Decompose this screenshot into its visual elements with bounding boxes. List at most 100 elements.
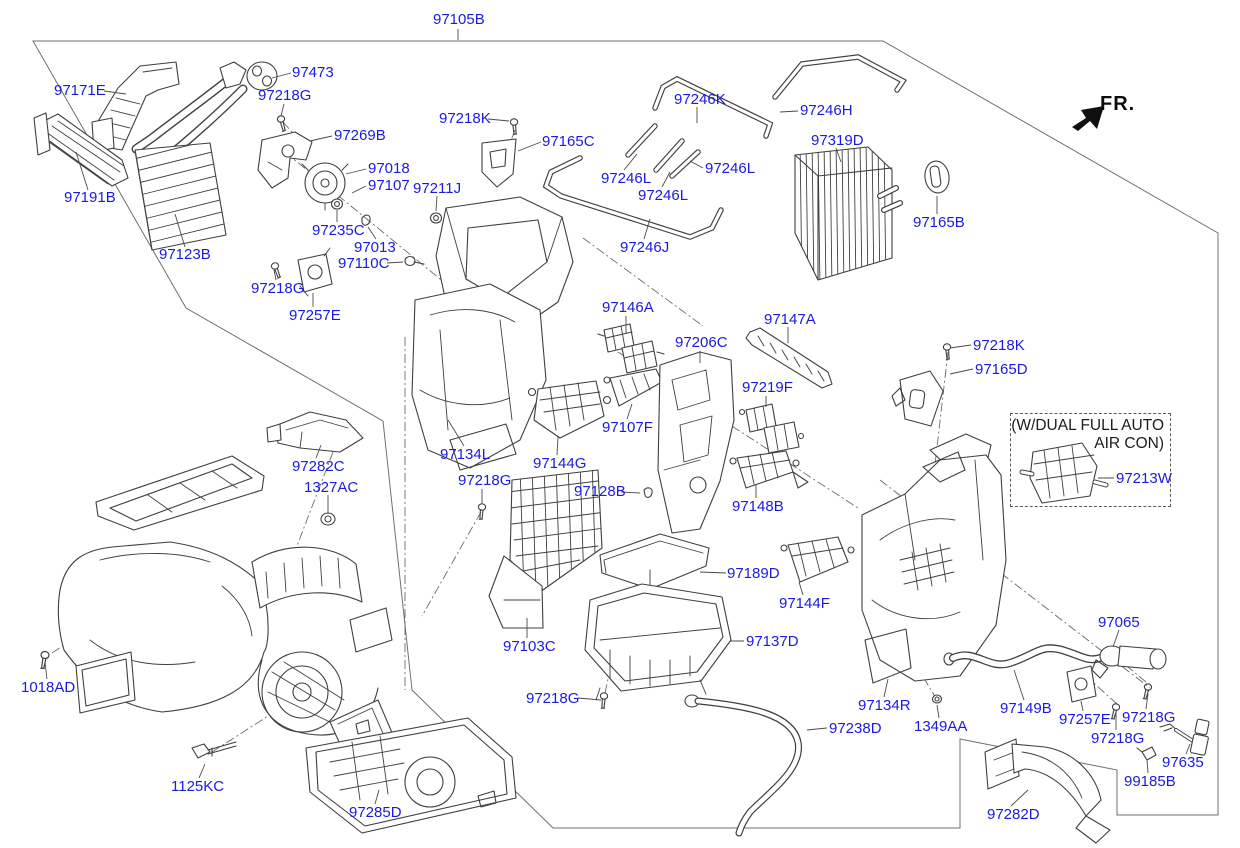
part-label-97147a-26[interactable]: 97147A [764, 311, 816, 328]
part-label-97211j-9[interactable]: 97211J [413, 180, 462, 197]
part-label-97148b-36[interactable]: 97148B [732, 498, 784, 515]
part-art-97165c-bracket [481, 138, 517, 188]
part-art-97103c-foot-duct [488, 469, 603, 629]
part-label-97319d-18[interactable]: 97319D [811, 132, 864, 149]
part-label-97128b-35[interactable]: 97128B [574, 483, 626, 500]
part-art-97148b-door [729, 450, 809, 489]
part-art-97149b-pipe [943, 644, 1104, 669]
part-label-97219f-28[interactable]: 97219F [742, 379, 793, 396]
part-art-97282d-duct [984, 738, 1111, 844]
part-art-97206c-plate [657, 351, 735, 534]
part-art-97147a-strip [745, 327, 833, 389]
part-label-97107f-29[interactable]: 97107F [602, 419, 653, 436]
part-label-97257e-24[interactable]: 97257E [289, 307, 341, 324]
part-art-97144g-door [527, 380, 612, 439]
part-art-97218k-165d-bracket [891, 342, 953, 427]
part-label-97146a-25[interactable]: 97146A [602, 299, 654, 316]
part-art-97134r-case [861, 433, 1007, 684]
part-label-97191b-5[interactable]: 97191B [64, 189, 116, 206]
part-label-97218g-46[interactable]: 97218G [526, 690, 580, 707]
part-label-97165d-38[interactable]: 97165D [975, 361, 1028, 378]
part-art-97246-seal-strips [542, 54, 907, 240]
part-label-97269b-4[interactable]: 97269B [334, 127, 386, 144]
part-art-97257e-actuator-right [1066, 665, 1097, 703]
part-label-97218g-53[interactable]: 97218G [1091, 730, 1145, 747]
part-art-97189d-duct [599, 533, 710, 590]
part-label-97246l-16[interactable]: 97246L [638, 187, 689, 204]
part-label-97018-7[interactable]: 97018 [368, 160, 410, 177]
part-label-97285d-58[interactable]: 97285D [349, 804, 402, 821]
part-art-97219f-doors [738, 403, 805, 454]
leader-lines [44, 29, 1191, 807]
part-label-1018ad-45[interactable]: 1018AD [21, 679, 76, 696]
part-art-97065-valve [1091, 645, 1167, 679]
part-label-97134l-30[interactable]: 97134L [440, 446, 491, 463]
part-label-97103c-42[interactable]: 97103C [503, 638, 556, 655]
part-art-97165b-grommet [924, 160, 950, 194]
part-art-97191b-grille [33, 112, 129, 187]
part-art-97319d-evaporator [794, 146, 903, 281]
part-label-97218k-10[interactable]: 97218K [439, 110, 491, 127]
part-art-97146a-doors [597, 323, 665, 374]
part-label-97144f-41[interactable]: 97144F [779, 595, 830, 612]
part-label-97246l-15[interactable]: 97246L [601, 170, 652, 187]
part-label-97110c-22[interactable]: 97110C [338, 255, 390, 272]
part-art-97285d-cover [305, 717, 517, 834]
part-label-97107-8[interactable]: 97107 [368, 177, 410, 194]
part-label-97171e-3[interactable]: 97171E [54, 82, 106, 99]
part-label-97123b-6[interactable]: 97123B [159, 246, 211, 263]
fr-arrow-icon [1072, 106, 1104, 131]
dual-full-auto-note: (W/DUAL FULL AUTO AIR CON) [1010, 413, 1171, 507]
part-label-97635-54[interactable]: 97635 [1162, 754, 1204, 771]
part-label-97218g-34[interactable]: 97218G [458, 472, 512, 489]
part-label-97013-21[interactable]: 97013 [354, 239, 396, 256]
part-label-97065-44[interactable]: 97065 [1098, 614, 1140, 631]
part-art-97635-cable [1159, 718, 1210, 756]
part-art-97282c-duct [266, 411, 364, 526]
part-art-97137d-lower-case [584, 583, 732, 701]
note-line-1: (W/DUAL FULL AUTO [1011, 417, 1164, 434]
part-art-small-fasteners-left [269, 114, 520, 280]
part-art-97134l-case [411, 283, 547, 471]
part-label-97282d-56[interactable]: 97282D [987, 806, 1040, 823]
part-label-97137d-43[interactable]: 97137D [746, 633, 799, 650]
part-label-97213w-39[interactable]: 97213W [1116, 470, 1172, 487]
part-label-1327ac-33[interactable]: 1327AC [304, 479, 359, 496]
part-label-97235c-20[interactable]: 97235C [312, 222, 365, 239]
part-art-97213w-door [1019, 442, 1109, 504]
part-art-blower-assembly [57, 455, 397, 767]
part-label-1125kc-57[interactable]: 1125KC [171, 778, 225, 795]
part-label-97257e-51[interactable]: 97257E [1059, 711, 1111, 728]
part-label-97189d-40[interactable]: 97189D [727, 565, 780, 582]
part-label-97218g-52[interactable]: 97218G [1122, 709, 1176, 726]
part-art-bottom-left-fasteners [38, 487, 653, 759]
part-label-97246j-17[interactable]: 97246J [620, 239, 670, 256]
part-label-97144g-31[interactable]: 97144G [533, 455, 587, 472]
part-label-97282c-32[interactable]: 97282C [292, 458, 345, 475]
part-label-97218g-2[interactable]: 97218G [258, 87, 312, 104]
part-label-97165c-11[interactable]: 97165C [542, 133, 595, 150]
note-line-2: AIR CON) [1094, 434, 1164, 452]
part-art-97018-actuator [301, 162, 349, 211]
part-label-97246l-14[interactable]: 97246L [705, 160, 756, 177]
part-label-99185b-55[interactable]: 99185B [1124, 773, 1176, 790]
part-label-97149b-50[interactable]: 97149B [1000, 700, 1052, 717]
part-label-97246h-13[interactable]: 97246H [800, 102, 853, 119]
part-label-97473-1[interactable]: 97473 [292, 64, 334, 81]
part-label-97165b-19[interactable]: 97165B [913, 214, 965, 231]
part-label-97238d-47[interactable]: 97238D [829, 720, 882, 737]
part-label-97218g-23[interactable]: 97218G [251, 280, 305, 297]
border-outline [32, 40, 1219, 829]
part-art-97171e-duct [91, 61, 180, 153]
part-label-97134r-48[interactable]: 97134R [858, 697, 911, 714]
part-art-97473-grommet [246, 61, 278, 91]
part-label-97246k-12[interactable]: 97246K [674, 91, 726, 108]
part-label-97105b-0[interactable]: 97105B [433, 11, 485, 28]
part-label-97206c-27[interactable]: 97206C [675, 334, 728, 351]
part-art-97144f-door [780, 536, 855, 583]
part-art-97123b-heater-core [134, 142, 227, 251]
part-label-1349aa-49[interactable]: 1349AA [914, 718, 968, 735]
part-label-97218k-37[interactable]: 97218K [973, 337, 1025, 354]
